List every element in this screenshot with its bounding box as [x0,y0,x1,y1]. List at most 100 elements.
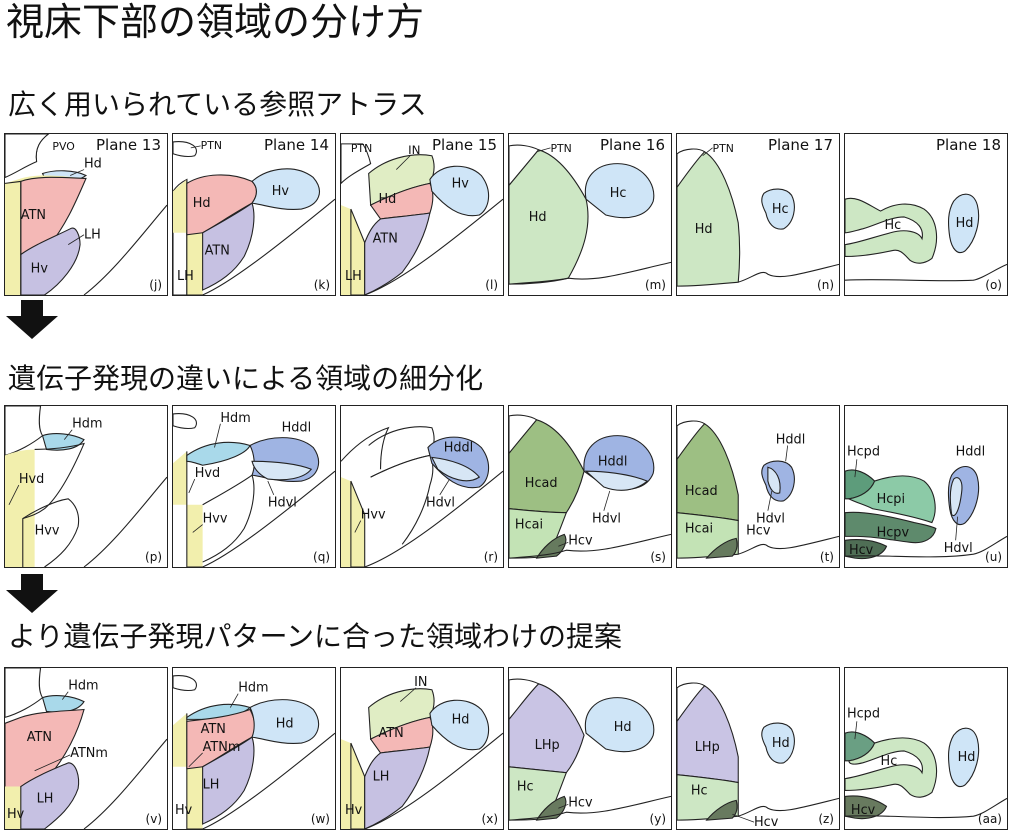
region-label: Hdvl [426,496,455,511]
section-title-gene-subdivision: 遺伝子発現の違いによる領域の細分化 [8,362,484,395]
panel-u: Hcpd Hddl Hcpi Hcpv Hcv Hdvl (u) [844,405,1008,568]
region-label: Hddl [444,440,474,455]
panel-q: Hdm Hddl Hvd Hdvl Hvv (q) [172,405,336,568]
region-label: Hddl [956,444,986,459]
panel-n: PTN Hd Hc Plane 17 (n) [676,133,840,296]
region-label: PVO [52,140,74,153]
region-label: Hcai [685,521,713,536]
region-label: Hv [175,803,193,818]
plane-label: Plane 15 [432,136,497,154]
panel-w: Hdm ATN ATNm Hd LH Hv (w) [172,667,336,830]
region-label: Hddl [282,421,312,436]
panel-id: (y) [649,812,666,826]
region-label: ATN [201,722,226,737]
panel-id: (k) [313,278,330,292]
region-label: Hdvl [268,496,297,511]
plane-label: Plane 16 [600,136,665,154]
region-label: Hc [772,202,789,217]
panel-k: PTN Hd ATN LH Hv Plane 14 (k) [172,133,336,296]
region-label: Hvv [35,523,60,538]
region-label: Hcv [849,543,874,558]
panel-id: (p) [145,550,162,564]
region-label: Hd [379,192,397,207]
panel-s: Hddl Hcad Hdvl Hcai Hcv (s) [508,405,672,568]
region-label: Hdm [68,679,98,694]
region-label: Hddl [598,454,628,469]
panel-r: Hddl Hdvl Hvv (r) [340,405,504,568]
region-label: Hcv [746,523,771,538]
region-label: Hd [956,216,974,231]
region-label: Hcpd [847,706,880,721]
region-label: Hv [452,176,470,191]
panel-o: Hc Hd Plane 18 (o) [844,133,1008,296]
panel-id: (o) [985,278,1002,292]
region-label: Hdm [238,681,268,696]
region-label: LH [203,778,220,793]
panel-x: IN Hd ATN LH Hv (x) [340,667,504,830]
panel-id: (aa) [977,812,1002,826]
region-label: Hd [452,712,470,727]
region-label: Hv [31,261,49,276]
panel-y: LHp Hd Hc Hcv (y) [508,667,672,830]
panel-id: (x) [481,812,498,826]
region-label: ATN [21,208,46,223]
region-label: LHp [695,740,720,755]
panel-id: (s) [650,550,666,564]
region-label: Hv [345,803,363,818]
panel-p: Hdm Hvd Hvv (p) [4,405,168,568]
region-label: Hvd [19,472,44,487]
region-label: Hcai [515,517,543,532]
region-label: IN [408,143,420,157]
region-label: ATN [379,726,404,741]
region-label: Hdm [220,411,250,426]
region-label: Hcad [525,476,558,491]
panel-id: (m) [644,278,666,292]
region-label: PTN [201,139,222,152]
region-label: Hc [881,754,898,769]
region-label: PTN [351,142,372,155]
region-label: Hc [885,218,902,233]
region-label: IN [414,675,427,690]
region-label: LHp [535,738,560,753]
region-label: Hdm [72,417,102,432]
region-label: ATN [205,244,230,259]
region-label: Hcad [685,484,718,499]
region-label: Hdvl [756,512,785,527]
region-label: Hc [517,779,534,794]
region-label: Hcv [754,815,779,830]
region-label: Hd [772,736,790,751]
panel-id: (q) [313,550,330,564]
region-label: Hd [529,210,547,225]
region-label: Hc [691,783,708,798]
panel-v: Hdm ATN ATNm LH Hv (v) [4,667,168,830]
region-label: LH [84,228,101,243]
region-label: Hdvl [944,541,973,556]
panel-id: (u) [985,550,1002,564]
panel-id: (n) [817,278,834,292]
region-label: Hcpi [877,492,905,507]
region-label: ATN [27,730,52,745]
region-label: Hv [7,807,25,822]
region-label: LH [345,269,362,284]
panel-id: (z) [818,812,834,826]
panel-id: (l) [485,278,498,292]
panel-z: LHp Hd Hc Hcv (z) [676,667,840,830]
region-label: Hcpd [847,444,880,459]
region-label: Hcpv [877,525,910,540]
plane-label: Plane 17 [768,136,833,154]
panel-j: PVO Hd ATN LH Hv Plane 13 (j) [4,133,168,296]
region-label: ATNm [203,740,241,755]
region-label: Hcv [568,533,593,548]
region-label: Hvd [195,466,220,481]
region-label: ATN [373,232,398,247]
panel-aa: Hcpd Hc Hd Hcv (aa) [844,667,1008,830]
region-label: Hv [272,184,290,199]
panel-id: (r) [483,550,498,564]
panel-m: PTN Hd Hc Plane 16 (m) [508,133,672,296]
region-label: ATNm [70,746,108,761]
panel-id: (w) [310,812,330,826]
region-label: LH [177,269,194,284]
region-label: PTN [713,142,734,155]
panel-l: PTN IN Hd ATN LH Hv Plane 15 (l) [340,133,504,296]
region-label: Hcv [568,795,593,810]
